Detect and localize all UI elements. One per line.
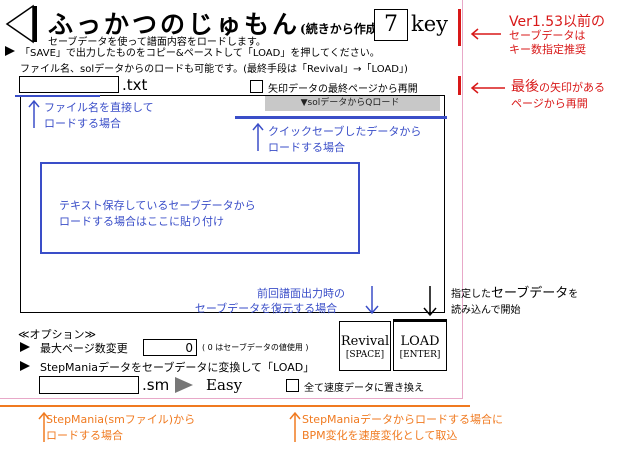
version-annotation: Ver1.53以前の セーブデータは キー数指定推奨 <box>509 14 606 56</box>
orange-divider <box>0 405 470 407</box>
filename-highlight-line <box>15 95 100 97</box>
revival-button[interactable]: Revival [SPACE] <box>339 321 391 371</box>
max-page-note: ( 0 はセーブデータの値使用 ) <box>202 343 309 352</box>
stepmania-annotation: StepMania(smファイル)から ロードする場合 <box>46 413 196 442</box>
textarea-annotation-box <box>40 162 360 254</box>
load-button[interactable]: LOAD [ENTER] <box>393 321 447 371</box>
key-label: key <box>411 12 449 36</box>
resume-last-page-label: 矢印データの最終ページから再開 <box>268 84 418 95</box>
max-page-input[interactable]: 0 <box>143 339 197 356</box>
instruction-line-2: ファイル名、solデータからのロードも可能です。(最終手段は「Revival」→… <box>20 64 408 75</box>
down-arrow-icon <box>365 286 379 315</box>
options-title: ≪オプション≫ <box>18 328 97 341</box>
speed-replace-label: 全て速度データに置き換え <box>304 383 424 394</box>
qload-tab-bg <box>265 96 440 111</box>
max-page-label: 最大ページ数変更 <box>40 342 128 355</box>
revival-button-label: Revival <box>340 334 390 349</box>
page-title-sub: (続きから作成) <box>300 22 384 36</box>
textarea-annotation: テキスト保存しているセーブデータから ロードする場合はここに貼り付け <box>59 199 256 228</box>
back-arrow-icon[interactable] <box>3 4 37 44</box>
up-arrow-icon <box>289 411 301 442</box>
filename-input[interactable] <box>19 76 119 93</box>
load-button-label: LOAD <box>400 334 440 349</box>
save-data-textarea[interactable] <box>20 95 445 313</box>
bullet-triangle-icon <box>20 342 30 352</box>
sm-extension-label: .sm <box>142 376 170 394</box>
left-arrow-icon <box>470 28 501 40</box>
last-arrow-annotation: 最後の矢印がある ページから再開 <box>511 79 605 110</box>
load-annotation: 指定したセーブデータを 読み込んで開始 <box>451 286 579 316</box>
sm-filename-input[interactable] <box>39 376 139 394</box>
qload-highlight-line <box>235 116 447 119</box>
txt-extension-label: .txt <box>122 76 148 94</box>
difficulty-selector[interactable]: Easy <box>206 376 243 394</box>
up-arrow-icon <box>28 99 40 128</box>
left-arrow-icon <box>470 82 505 94</box>
up-arrow-icon <box>38 411 50 442</box>
bpm-annotation: StepManiaデータからロードする場合に BPM変化を速度変化として取込 <box>302 413 504 442</box>
main-panel <box>0 0 463 399</box>
bullet-triangle-icon <box>20 361 30 371</box>
red-bar-marker <box>458 9 461 46</box>
stepmania-label: StepManiaデータをセーブデータに変換して「LOAD」 <box>40 361 315 374</box>
down-arrow-icon <box>423 286 437 317</box>
restore-annotation: 前回譜面出力時の セーブデータを復元する場合 <box>194 287 345 315</box>
key-count-button[interactable]: 7 <box>374 9 408 41</box>
instruction-line-1: 「SAVE」で出力したものをコピー&ペーストして「LOAD」を押してください。 <box>20 48 380 59</box>
difficulty-next-icon[interactable] <box>175 377 193 393</box>
resume-last-page-checkbox[interactable] <box>250 80 263 93</box>
load-button-topbar <box>393 319 447 322</box>
quicksave-annotation: クイックセーブしたデータから ロードする場合 <box>268 125 422 154</box>
qload-button[interactable]: ▼solデータからQロード <box>300 98 400 108</box>
red-bar-marker <box>458 76 461 95</box>
bullet-triangle-icon <box>5 46 15 56</box>
load-button-key: [ENTER] <box>399 350 441 360</box>
revival-button-key: [SPACE] <box>345 350 385 360</box>
up-arrow-icon <box>252 122 264 151</box>
speed-replace-checkbox[interactable] <box>286 379 299 392</box>
page-title: ふっかつのじゅもん(続きから作成) <box>48 10 384 39</box>
page-subtitle: セーブデータを使って譜面内容をロードします。 <box>48 37 266 48</box>
filename-annotation: ファイル名を直接して ロードする場合 <box>44 101 154 130</box>
